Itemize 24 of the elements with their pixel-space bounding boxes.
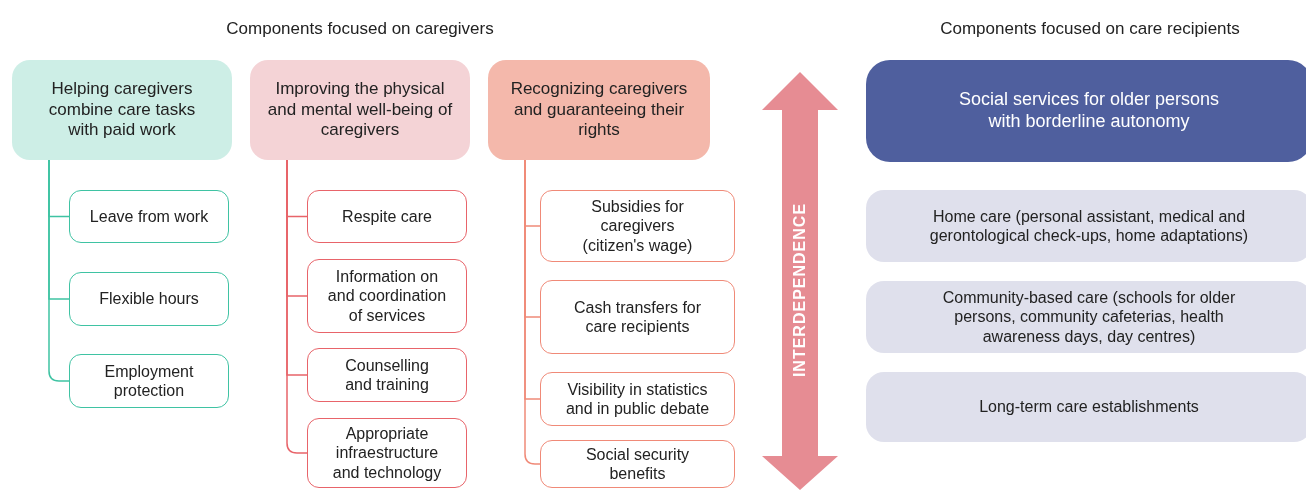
component-box: Visibility in statistics and in public debate	[540, 372, 735, 426]
component-box: Community-based care (schools for older persons, community cafeterias, health awareness days, day centres)	[866, 281, 1306, 353]
component-box: Flexible hours	[69, 272, 229, 326]
component-box: Long-term care establishments	[866, 372, 1306, 442]
connector-line	[524, 159, 541, 465]
category-box: Improving the physical and mental well-being of caregivers	[250, 60, 470, 160]
component-box: Cash transfers for care recipients	[540, 280, 735, 354]
section-heading: Components focused on caregivers	[225, 18, 495, 40]
connector-line	[48, 159, 70, 382]
component-box: Leave from work	[69, 190, 229, 243]
category-box: Helping caregivers combine care tasks with paid work	[12, 60, 232, 160]
component-box: Appropriate infraestructure and technology	[307, 418, 467, 488]
component-box: Counselling and training	[307, 348, 467, 402]
category-box: Recognizing caregivers and guaranteeing their rights	[488, 60, 710, 160]
component-box: Social security benefits	[540, 440, 735, 488]
vertical-label: INTERDEPENDENCE	[790, 202, 809, 378]
component-box: Employment protection	[69, 354, 229, 408]
category-box: Social services for older persons with borderline autonomy	[866, 60, 1306, 162]
component-box: Information on and coordination of services	[307, 259, 467, 333]
component-box: Respite care	[307, 190, 467, 243]
section-heading: Components focused on care recipients	[939, 18, 1241, 40]
component-box: Home care (personal assistant, medical and gerontological check-ups, home adaptations)	[866, 190, 1306, 262]
component-box: Subsidies for caregivers (citizen's wage)	[540, 190, 735, 262]
connector-line	[286, 159, 308, 454]
